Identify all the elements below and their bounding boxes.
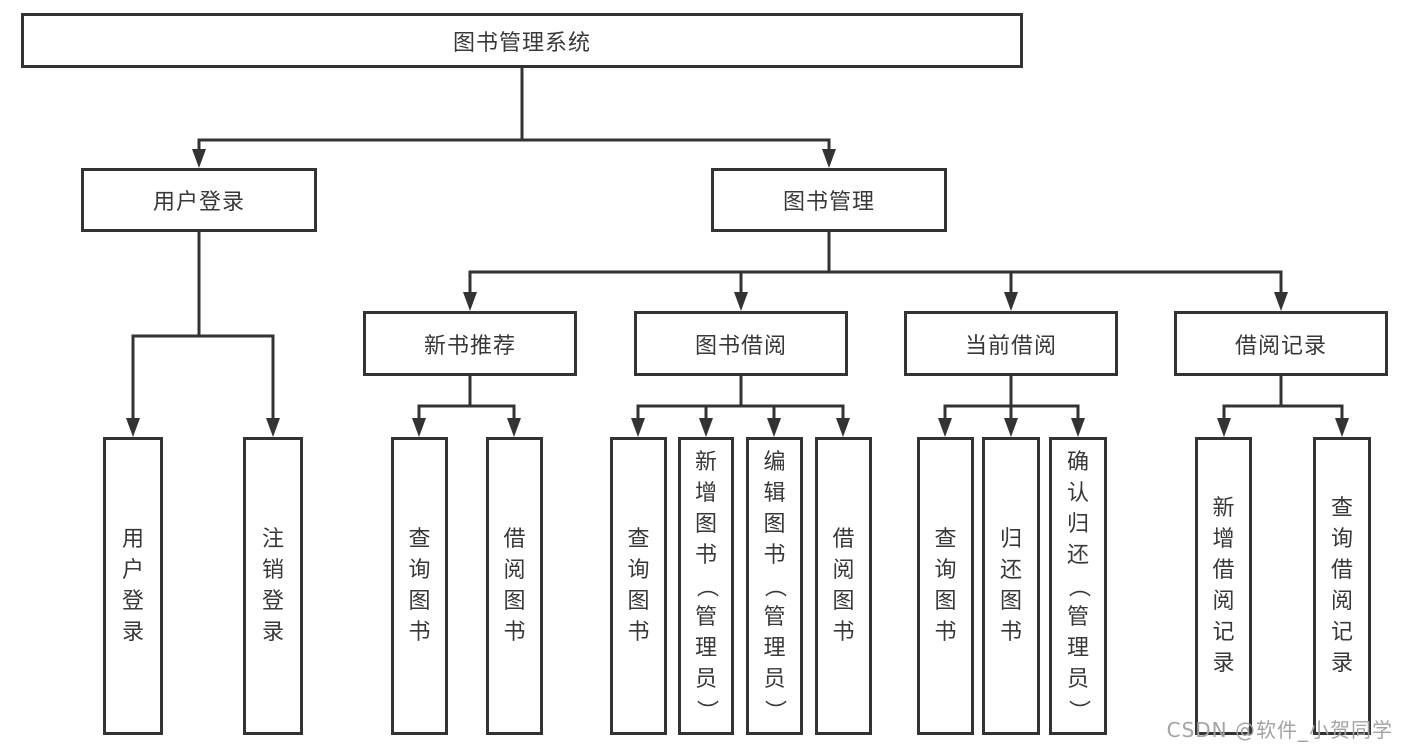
leaf-user-login: 用户登录 (103, 437, 163, 735)
node-label: 借阅图书 (832, 527, 855, 645)
node-label: 借阅记录 (1234, 333, 1327, 359)
node-label: 图书借阅 (694, 333, 787, 359)
node-label: 编辑图书（管理员） (761, 449, 787, 722)
node-label: 图书管理系统 (452, 30, 591, 56)
node-new-book-recommend: 新书推荐 (363, 311, 577, 376)
node-label: 当前借阅 (964, 333, 1057, 359)
node-user-login: 用户登录 (81, 168, 317, 232)
node-label: 确认归还（管理员） (1065, 449, 1091, 722)
node-label: 查询图书 (627, 527, 650, 645)
leaf-query-borrow-record: 查询借阅记录 (1313, 437, 1371, 735)
watermark: CSDN @软件_小贺同学 (1166, 718, 1393, 742)
node-current-borrowing: 当前借阅 (904, 311, 1118, 376)
node-label: 查询图书 (934, 527, 957, 645)
node-borrow-records: 借阅记录 (1174, 311, 1388, 376)
node-label: 新增借阅记录 (1212, 496, 1235, 676)
node-label: 借阅图书 (503, 527, 526, 645)
leaf-borrow-books: 借阅图书 (815, 437, 872, 735)
node-label: 用户登录 (152, 190, 245, 215)
leaf-confirm-return-admin: 确认归还（管理员） (1049, 437, 1107, 735)
leaf-logout: 注销登录 (243, 437, 303, 735)
leaf-edit-books-admin: 编辑图书（管理员） (746, 437, 803, 735)
node-library-management-system: 图书管理系统 (21, 13, 1023, 68)
node-label: 归还图书 (999, 527, 1022, 645)
leaf-query-books-current: 查询图书 (917, 437, 974, 735)
node-label: 新书推荐 (423, 333, 516, 359)
leaf-return-books: 归还图书 (982, 437, 1040, 735)
node-label: 查询图书 (408, 527, 431, 645)
node-label: 注销登录 (261, 527, 284, 645)
node-book-borrowing: 图书借阅 (634, 311, 848, 376)
leaf-add-books-admin: 新增图书（管理员） (678, 437, 734, 735)
node-label: 查询借阅记录 (1330, 496, 1353, 676)
leaf-borrow-books-recommend: 借阅图书 (486, 437, 543, 735)
node-label: 图书管理 (782, 190, 875, 215)
node-label: 用户登录 (121, 527, 144, 645)
node-label: 新增图书（管理员） (693, 449, 719, 722)
leaf-query-books-recommend: 查询图书 (391, 437, 448, 735)
leaf-query-books-borrowing: 查询图书 (610, 437, 667, 735)
node-book-management: 图书管理 (711, 168, 947, 232)
leaf-add-borrow-record: 新增借阅记录 (1195, 437, 1252, 735)
